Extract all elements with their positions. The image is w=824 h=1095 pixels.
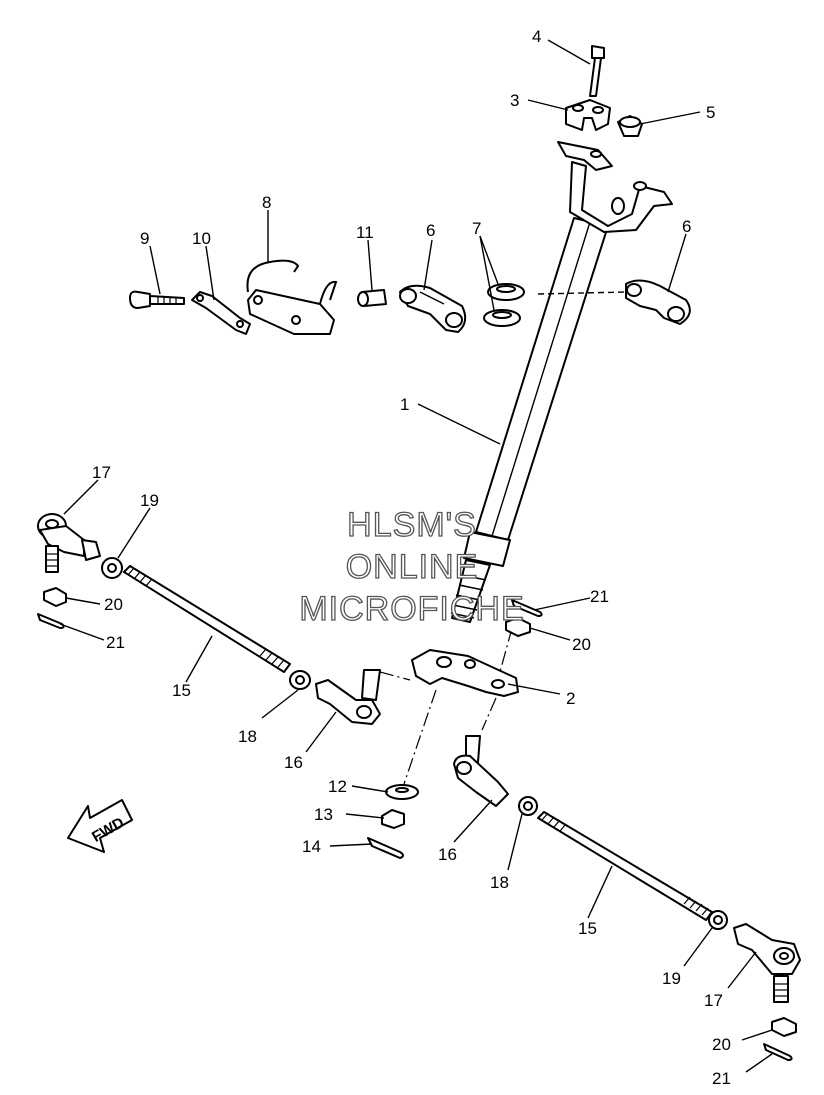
callout-3: 3 [510,91,519,110]
callout-9: 9 [140,229,149,248]
callout-20-right: 20 [712,1035,731,1054]
left-nut-20 [43,587,67,607]
watermark-line-2: ONLINE [346,548,479,586]
part-2-pitman-arm [411,649,519,697]
left-tie-rod-15 [123,565,291,673]
callout-15-left: 15 [172,681,191,700]
callout-17-right: 17 [704,991,723,1010]
left-locknut-19 [101,557,123,579]
callout-5: 5 [706,103,715,122]
callout-2: 2 [566,689,575,708]
callout-21-right: 21 [712,1069,731,1088]
column-upper-bracket [557,141,673,233]
part-8-clip [246,259,338,335]
callout-16-right: 16 [438,845,457,864]
callout-20-upper: 20 [572,635,591,654]
watermark-line-3: MICROFICHE [299,590,524,628]
part-7-washers [483,283,525,327]
callout-14: 14 [302,837,321,856]
callout-19-right: 19 [662,969,681,988]
callout-6-left: 6 [426,221,435,240]
callout-16-left: 16 [284,753,303,772]
callout-20-left: 20 [104,595,123,614]
callout-labels: 4 3 5 6 6 7 8 9 10 11 1 2 12 13 14 17 19… [92,27,731,1088]
callout-15-right: 15 [578,919,597,938]
callout-7: 7 [472,219,481,238]
right-cotter-21 [763,1043,793,1061]
left-locknut-18 [289,670,311,690]
callout-13: 13 [314,805,333,824]
callout-10: 10 [192,229,211,248]
right-tie-rod-end-17 [733,923,801,1003]
callout-18-left: 18 [238,727,257,746]
callout-11: 11 [356,223,374,242]
leader-lines [59,39,773,1073]
part-10-plate [191,291,251,335]
watermark-line-1: HLSM'S [347,506,477,544]
left-tie-rod-end-17 [37,513,101,573]
callout-8: 8 [262,193,271,212]
left-cotter-21 [37,613,65,629]
callout-6-right: 6 [682,217,691,236]
right-locknut-18 [518,796,538,816]
callout-17-left: 17 [92,463,111,482]
right-tie-rod-end-16 [453,735,509,807]
part-11-collar [357,289,387,307]
callout-12: 12 [328,777,347,796]
part-5-nut [617,115,643,137]
part-6-holder-right [625,279,691,325]
right-locknut-19 [708,910,728,930]
left-tie-rod-end-16 [315,669,381,725]
callout-1: 1 [400,395,409,414]
part-9-bolt [129,290,185,309]
part-4-bolt [589,45,605,97]
callout-4: 4 [532,27,541,46]
part-14-cotter-pin [367,837,404,859]
fwd-direction-arrow: FWD [67,799,133,853]
part-13-nut [381,809,405,829]
callout-21-left: 21 [106,633,125,652]
callout-21-upper: 21 [590,587,609,606]
part-6-holder-left [399,284,467,333]
upper-cotter-21 [511,599,543,617]
upper-nut-20 [505,617,531,637]
watermark: HLSM'S ONLINE MICROFICHE [299,505,525,628]
part-3-holder [565,99,611,131]
part-12-washer [385,784,419,800]
right-nut-20 [771,1017,797,1037]
callout-18-right: 18 [490,873,509,892]
right-tie-rod-15 [537,811,713,921]
callout-19-left: 19 [140,491,159,510]
